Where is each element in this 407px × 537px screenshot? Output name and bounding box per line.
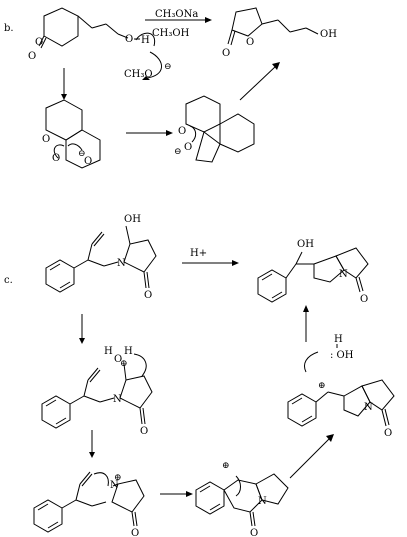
c-cyclized-curved-arrow — [235, 475, 241, 497]
b-product-lactone — [227, 7, 319, 46]
c-water-curved-arrow — [304, 351, 319, 373]
c-iminium-curved-arrow — [93, 472, 109, 487]
c-prot-h-right: H — [124, 346, 133, 357]
c-cyclized-n: N — [258, 496, 267, 507]
b-product-ring-o: O — [246, 37, 254, 48]
b-start-lactone — [38, 7, 129, 49]
b-intermediate-bicycle — [45, 99, 101, 169]
b-start-carbonyl-o: O — [28, 51, 36, 62]
c-product-n: N — [339, 269, 348, 280]
c-final-product — [257, 247, 369, 303]
b-spiro-alkoxide-o: O — [184, 142, 192, 153]
b-methoxide-charge: ⊖ — [164, 62, 172, 72]
b-diagonal-arrow — [239, 65, 277, 101]
c-product-o: O — [360, 294, 368, 305]
c-cation-o: O — [384, 428, 392, 439]
b-spiro-o: O — [178, 126, 186, 137]
b-int-ring-o: O — [42, 134, 50, 145]
c-water: : OH — [330, 350, 354, 361]
b-int-alkoxide-o: O — [84, 156, 92, 167]
section-b-label: b. — [4, 23, 14, 34]
b-methoxide: CH₃O — [124, 69, 153, 80]
c-prot-o: O — [114, 354, 122, 365]
c-start-material — [45, 225, 157, 293]
c-iminium-o: O — [131, 528, 139, 537]
b-start-h: H — [141, 35, 150, 46]
b-int-carbonyl-o: O — [52, 153, 60, 164]
c-cyclized-o: O — [250, 528, 258, 537]
b-curved-arrow-methoxide — [145, 51, 162, 79]
c-cation-n: N — [364, 402, 373, 413]
section-c-label: c. — [4, 275, 13, 286]
b-spiro-curved-arrow — [189, 125, 197, 143]
b-spiro-intermediate — [185, 95, 255, 163]
c-start-n: N — [117, 258, 126, 269]
c-start-o: O — [144, 290, 152, 301]
c-product-oh: OH — [297, 239, 314, 250]
b-int-charge: ⊖ — [78, 149, 86, 159]
b-product-oh: OH — [320, 29, 337, 40]
c-water-h: H — [334, 334, 343, 345]
b-reagent-top: CH₃ONa — [155, 9, 198, 20]
c-prot-n: N — [113, 394, 122, 405]
c-prot-h-left: H — [104, 346, 113, 357]
b-product-carbonyl-o: O — [222, 48, 230, 59]
c-cyclized-plus: ⊕ — [222, 461, 230, 471]
c-benzylic-cation — [287, 379, 395, 427]
b-reagent-bottom: CH₃OH — [152, 28, 190, 39]
c-cation-plus: ⊕ — [318, 381, 326, 391]
c-diagonal-arrow — [289, 437, 331, 479]
b-int-curved-arrow-2 — [67, 143, 83, 151]
b-curved-arrow-oh — [135, 32, 156, 47]
b-start-ring-o: O — [35, 37, 43, 48]
c-prot-plus: ⊕ — [120, 359, 128, 369]
c-reagent: H+ — [190, 248, 207, 259]
b-start-o: O — [125, 34, 133, 45]
c-iminium-intermediate — [33, 471, 145, 533]
c-iminium-plus: ⊕ — [114, 473, 122, 483]
c-prot-carbonyl-o: O — [140, 426, 148, 437]
c-iminium-n: N — [110, 480, 119, 491]
c-prot-curved-arrow — [133, 353, 147, 377]
c-start-oh: OH — [124, 214, 141, 225]
b-int-curved-arrow-1 — [53, 144, 65, 159]
c-protonated-intermediate — [41, 363, 153, 429]
c-cyclized-cation — [195, 473, 289, 527]
b-spiro-charge: ⊖ — [174, 147, 182, 157]
